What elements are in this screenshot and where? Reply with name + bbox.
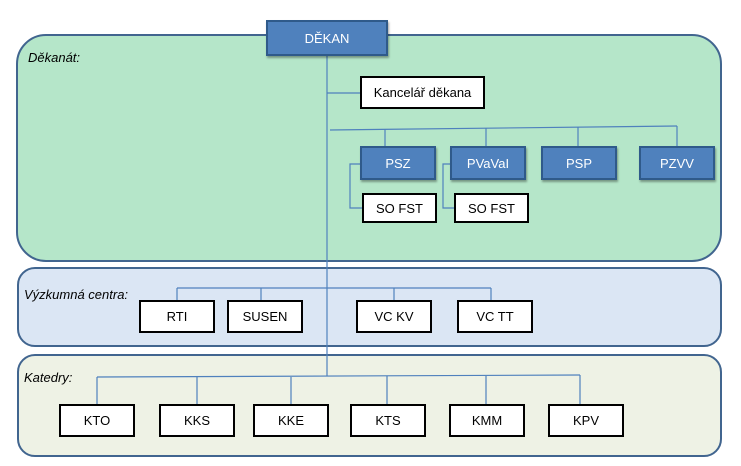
katedra-item-kmm: KMM	[449, 404, 525, 437]
psp-box: PSP	[541, 146, 617, 180]
vyzkum-item-susen: SUSEN	[227, 300, 303, 333]
pzvv-box: PZVV	[639, 146, 715, 180]
dekan-box: DĚKAN	[266, 20, 388, 56]
so-fst-pvaval-box: SO FST	[454, 193, 529, 223]
katedra-item-kks: KKS	[159, 404, 235, 437]
katedra-item-kts: KTS	[350, 404, 426, 437]
katedra-item-kpv: KPV	[548, 404, 624, 437]
psz-box: PSZ	[360, 146, 436, 180]
katedra-item-kto: KTO	[59, 404, 135, 437]
dekanat-label: Děkanát:	[28, 50, 81, 65]
pvaval-box: PVaVaI	[450, 146, 526, 180]
vyzkum-item-vc-kv: VC KV	[356, 300, 432, 333]
katedry-label: Katedry:	[24, 370, 73, 385]
vyzkum-label: Výzkumná centra:	[24, 287, 129, 302]
katedra-item-kke: KKE	[253, 404, 329, 437]
so-fst-psz-box: SO FST	[362, 193, 437, 223]
kancelar-dekana-box: Kancelář děkana	[360, 76, 485, 109]
vyzkum-item-vc-tt: VC TT	[457, 300, 533, 333]
vyzkum-item-rti: RTI	[139, 300, 215, 333]
